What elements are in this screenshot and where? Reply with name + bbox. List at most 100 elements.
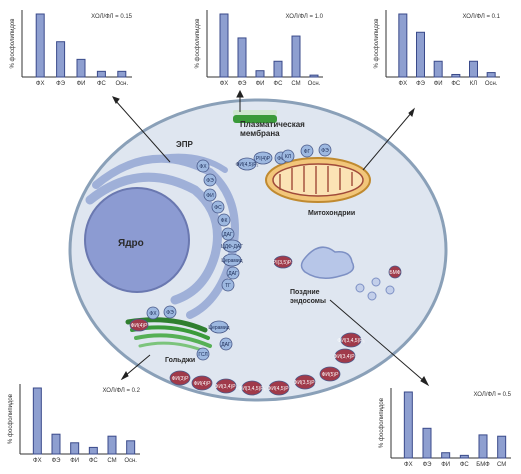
lipid-badge: КЛ [281,149,295,163]
lipid-badge-label: ФИ(3,4,5)P₃ [238,386,265,392]
lipid-badge: ГСЛ [196,347,210,361]
x-tick-label: ФХ [404,462,413,468]
lipid-badge-label: ФИ(3,4,5)P₃ [337,338,364,344]
lipid-badge: ДАГ [219,337,233,351]
lipid-badge-label: ФЭ [321,148,329,154]
golgi-label: Гольджи [165,357,195,364]
lipid-badge-label: PI(4)P [256,156,271,162]
bar [478,434,488,459]
lipid-badge: ФИ [203,188,217,202]
lipid-badge-label: ДАГ [221,342,231,348]
x-tick-label: Осн. [115,81,128,87]
lipid-badge-label: ЦДФ-ДАГ [221,244,243,250]
x-tick-label: ФИ [77,81,86,87]
lipid-badge: ЦДФ-ДАГ [221,239,243,253]
ratio-label: ХОЛ/ФЛ = 0.2 [103,388,141,394]
ratio-label: ХОЛ/ФЛ = 0.1 [463,14,501,20]
x-tick-label: ФИ [434,81,443,87]
endoplasmic-reticulum [85,153,239,319]
x-tick-label: ФИ [70,458,79,464]
lipid-badge: ФИ(4,5)P₂ [236,157,259,171]
lipid-badge-label: ФС [214,205,222,211]
x-tick-label: ФС [89,458,99,464]
y-axis-label: % фосфолипидов [374,19,380,69]
ratio-label: ХОЛ/ФЛ = 0.15 [91,14,132,20]
lipid-badge: PI(3,5)P₂ [273,255,293,269]
bar [237,37,247,78]
bar [459,454,469,459]
y-axis-label: % фосфолипидов [10,19,16,69]
bar [255,70,265,78]
x-tick-label: СМ [107,458,116,464]
x-tick-label: СМ [291,81,300,87]
bar [403,391,413,459]
bar [219,13,229,78]
lipid-badge: ФИ(3,5)P₂ [294,374,317,390]
lipid-badge: ФЭ [163,305,177,319]
lipid-badge-label: ФЭ [166,310,174,316]
lipid-badge-label: ФГ [304,149,311,155]
lipid-badge-label: БМФ [389,270,400,276]
y-axis-label: % фосфолипидов [379,398,385,448]
lipid-badge-label: ФИ(4)P [194,381,212,387]
lipid-badge: ФЭ [203,173,217,187]
lipid-badge: ФИ(4)P [191,375,213,391]
x-tick-label: Осн. [308,81,321,87]
bar [497,435,507,459]
ratio-label: ХОЛ/ФЛ = 1.0 [286,14,324,20]
bar [469,60,478,78]
bar [56,41,66,78]
lipid-badge: Церамид [208,320,230,334]
bar [70,442,80,455]
endo-lipid-badges: PI(3,5)P₂ БМФ [273,255,402,279]
x-tick-label: Осн. [124,458,137,464]
lipid-badge-label: ФХ [199,164,207,170]
x-tick-label: ФС [274,81,284,87]
lipid-badge: ФХ [146,306,160,320]
plasma-membrane-label-text: Плазматическая [240,120,305,129]
mitochondrion [265,157,371,203]
lipid-badge-label: ФИ(3,4)P₂ [215,384,238,390]
lipid-badge-label: Церамид [208,325,229,331]
bar [126,440,136,455]
bar [398,13,408,78]
lipid-badge: ФИ(3,4)P₂ [215,378,238,394]
bar [117,70,127,78]
x-tick-label: ФС [97,81,107,87]
x-tick-label: Осн. [485,81,498,87]
lipid-badge-label: ФИ(3,5)P₂ [294,380,317,386]
lipid-badge: ФХ [196,159,210,173]
lipid-badge-label: ДАГ [228,271,238,277]
bar [273,60,283,78]
x-tick-label: ФЭ [423,462,433,468]
lipid-badge: ДАГ [226,266,240,280]
lipid-badge: ФИ(5)P [319,366,341,382]
lipid-badge-label: ФИ(3,4)P₂ [334,354,357,360]
lipid-badge: БМФ [388,265,402,279]
lipid-badge-label: ФИ(3)P [172,376,190,382]
lipid-badge-label: ФХ [149,311,157,317]
x-tick-label: ФЭ [56,81,66,87]
lipid-badge-label: ФС [277,156,285,162]
lipid-badge-label: ФИ(4,5)P₂ [268,386,291,392]
lipid-badge-label: ГСЛ [198,352,207,358]
bar [486,72,496,78]
lipid-badge-label: ФИ(4)P [131,323,149,329]
plasma-membrane-patch [233,110,277,123]
lipid-badge-label: ФИ(5)P [322,372,340,378]
lipid-badge: PI(4)P [253,151,273,165]
mitochondria-label: Митохондрии [308,210,355,217]
x-tick-label: ФЭ [52,458,62,464]
lipid-badge: ФИ(4,5)P₂ [268,380,291,396]
lipid-badge: ФИ(4)P [129,318,149,332]
lipid-badge-label: ТГ [225,283,231,289]
bar [433,60,443,78]
